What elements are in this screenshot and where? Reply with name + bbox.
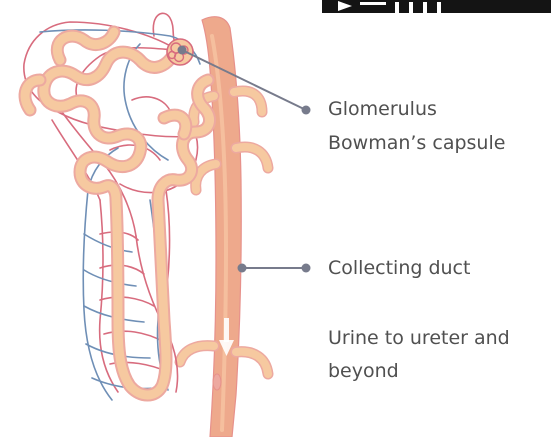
collecting-duct: [180, 17, 268, 437]
logo-fragment: [322, 0, 551, 13]
urine-label-line-2: beyond: [328, 356, 399, 386]
bowmans-capsule-label: Bowman’s capsule: [328, 128, 505, 158]
urine-label-line-1: Urine to ureter and: [328, 323, 510, 353]
collecting-duct-label: Collecting duct: [328, 253, 470, 283]
glomerulus-label: Glomerulus: [328, 94, 437, 124]
renal-tubule: [25, 32, 210, 395]
